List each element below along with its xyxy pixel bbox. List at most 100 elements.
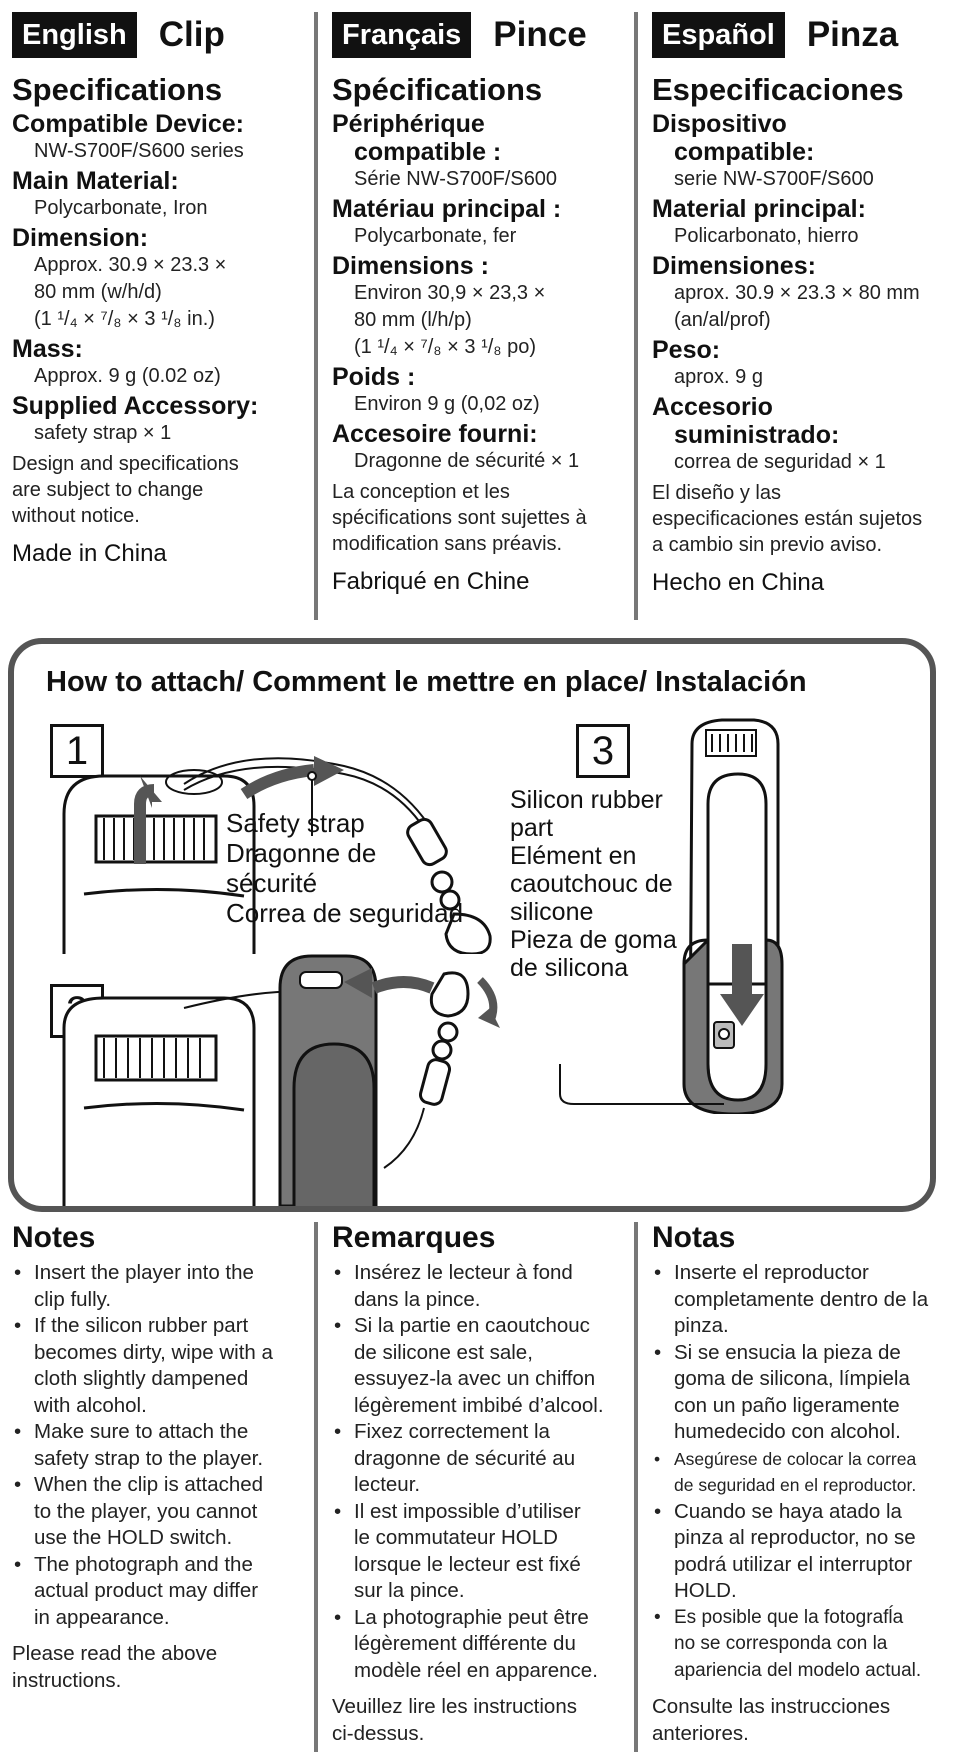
note-line: actual product may differ: [34, 1579, 259, 1602]
step-1-number: 1: [50, 724, 104, 778]
disclaimer-line: without notice.: [12, 505, 140, 527]
note-line: safety strap to the player.: [34, 1446, 264, 1470]
note-line: with alcohol.: [34, 1393, 147, 1417]
spec-label-line: Périphérique: [332, 110, 485, 138]
spec-value: (1 ¹/₄ × ⁷/₈ × 3 ¹/₈ in.): [34, 308, 215, 330]
spec-value: Environ 30,9 × 23,3 ×: [354, 282, 546, 304]
spec-label: Matériau principal :: [332, 195, 628, 223]
disclaimer-line: modification sans préavis.: [332, 533, 563, 555]
step-2-illustration: [62, 954, 500, 1206]
spec-label: Material principal:: [652, 195, 952, 223]
note-line: If the silicon rubber part: [34, 1314, 249, 1337]
spec-value: Polycarbonate, Iron: [34, 197, 208, 219]
column-divider-top-2: [634, 12, 638, 620]
spec-label-line: suministrado:: [674, 421, 840, 449]
note-line: cloth slightly dampened: [34, 1367, 249, 1390]
product-name: Pince: [493, 15, 587, 54]
how-to-attach-panel: How to attach/ Comment le mettre en plac…: [8, 638, 936, 1212]
specifications-heading: Spécifications: [332, 72, 543, 107]
rubber-label-es-2: de silicona: [510, 954, 629, 982]
note-line: de silicone est sale,: [354, 1340, 533, 1364]
strap-label-fr-1: Dragonne de: [226, 838, 377, 868]
note-line: Es posible que la fotografĺa: [674, 1606, 904, 1628]
note-line: Fixez correctement la: [354, 1420, 550, 1443]
product-name: Clip: [158, 15, 225, 54]
spec-label: Accesoire fourni:: [332, 420, 628, 448]
spec-label-line: Main Material:: [12, 167, 179, 195]
note-item: If the silicon rubber part becomes dirty,…: [12, 1313, 308, 1419]
note-line: Asegúrese de colocar la correa: [674, 1448, 917, 1469]
note-line: de seguridad en el reproductor.: [674, 1475, 917, 1495]
spec-value: Approx. 9 g (0.02 oz): [34, 365, 221, 387]
spec-value: Polycarbonate, fer: [354, 225, 517, 247]
note-line: humedecido con alcohol.: [674, 1420, 901, 1443]
spec-value: correa de seguridad × 1: [674, 451, 886, 473]
specifications-heading: Especificaciones: [652, 72, 904, 107]
spec-value: 80 mm (l/h/p): [354, 309, 472, 331]
step-3-number: 3: [576, 724, 630, 778]
strap-label-fr-2: sécurité: [226, 868, 318, 898]
note-line: completamente dentro de la: [674, 1287, 929, 1311]
spec-label-line: Compatible Device:: [12, 110, 245, 138]
note-line: clip fully.: [34, 1287, 112, 1311]
note-line: sur la pince.: [354, 1579, 465, 1602]
made-in: Fabriqué en Chine: [332, 568, 530, 595]
rubber-label-fr-3: silicone: [510, 898, 594, 926]
spec-label-line: compatible :: [354, 138, 502, 166]
language-header: Español Pinza: [652, 12, 952, 58]
strap-label-en: Safety strap: [226, 808, 365, 838]
spec-value: Approx. 30.9 × 23.3 ×: [34, 254, 227, 276]
spec-label-line: Dimensiones:: [652, 252, 816, 280]
rubber-label-en-1: Silicon rubber: [510, 786, 663, 814]
note-line: dragonne de sécurité au: [354, 1446, 576, 1470]
note-line: Si la partie en caoutchouc: [354, 1314, 590, 1337]
language-badge: Español: [652, 12, 785, 58]
strap-label-es: Correa de seguridad: [226, 898, 464, 928]
note-line: Inserte el reproductor: [674, 1261, 869, 1284]
spec-value: (an/al/prof): [674, 309, 771, 331]
spec-value: Policarbonato, hierro: [674, 225, 859, 247]
spec-value: aprox. 30.9 × 23.3 × 80 mm: [674, 282, 920, 304]
product-name: Pinza: [806, 15, 899, 54]
spec-label: Peso:: [652, 336, 952, 364]
footer-line: instructions.: [12, 1668, 122, 1692]
note-line: in appearance.: [34, 1605, 170, 1629]
language-badge: Français: [332, 12, 472, 58]
spec-label: Dimension:: [12, 224, 308, 252]
spec-label-line: Poids :: [332, 363, 416, 391]
made-in: Hecho en China: [652, 569, 825, 596]
language-header: Français Pince: [332, 12, 628, 58]
note-line: HOLD.: [674, 1579, 737, 1602]
spec-value: Dragonne de sécurité × 1: [354, 450, 580, 472]
note-line: con un paño ligeramente: [674, 1393, 900, 1417]
disclaimer-line: especificaciones están sujetos: [652, 508, 923, 530]
note-item: Inserte el reproductor completamente dent…: [652, 1260, 948, 1340]
spec-value: 80 mm (w/h/d): [34, 281, 162, 303]
spec-label-line: Supplied Accessory:: [12, 392, 259, 420]
spec-label-line: Accesorio: [652, 393, 773, 421]
note-line: use the HOLD switch.: [34, 1526, 233, 1549]
disclaimer-line: La conception et les: [332, 481, 510, 503]
spec-label: Supplied Accessory:: [12, 392, 308, 420]
note-line: becomes dirty, wipe with a: [34, 1340, 273, 1364]
notes-heading: Notas: [652, 1221, 736, 1254]
spec-label-line: Dispositivo: [652, 110, 787, 138]
note-line: lorsque le lecteur est fixé: [354, 1552, 581, 1576]
note-line: Il est impossible d’utiliser: [354, 1499, 581, 1523]
note-line: essuyez-la avec un chiffon: [354, 1367, 596, 1390]
note-line: apariencia del modelo actual.: [674, 1659, 922, 1681]
